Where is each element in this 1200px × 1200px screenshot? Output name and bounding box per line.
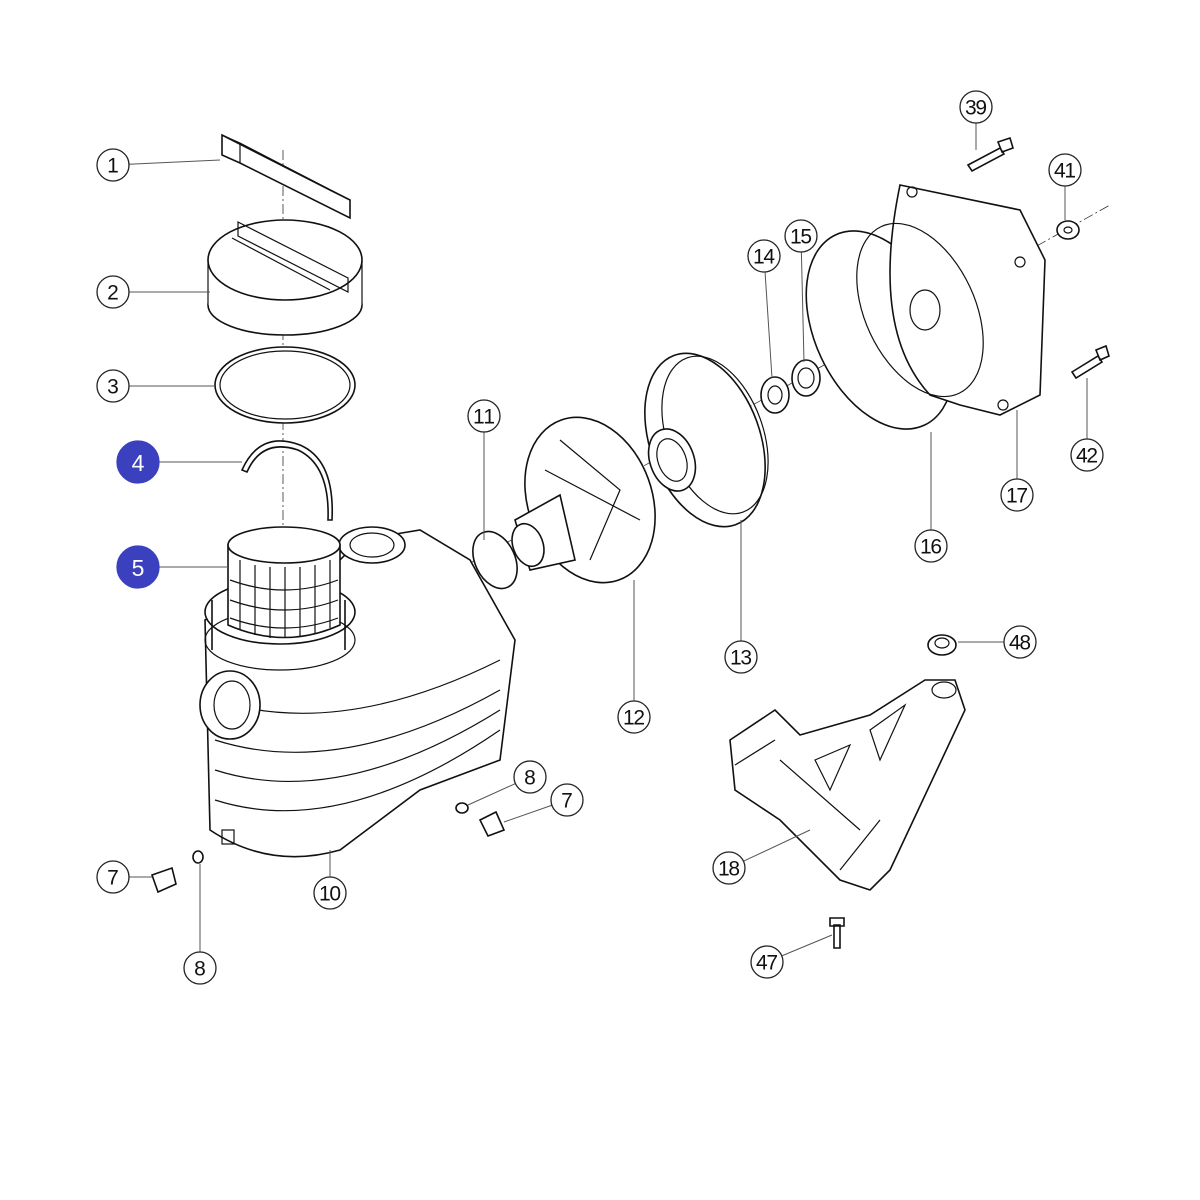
callout-circle [1048,153,1082,187]
callout-number: 7 [107,867,119,890]
leader-line [764,271,773,379]
callout-circle [712,851,746,885]
callout-number: 4 [132,450,145,476]
callout-circle [724,640,758,674]
callout-number: 10 [319,883,341,906]
leader-line [128,159,221,165]
callout-16: 16 [914,432,948,563]
callout-number: 5 [132,555,145,581]
callout-number: 41 [1054,160,1076,183]
callout-number: 7 [561,790,573,813]
part-11-o-ring [472,530,518,590]
callout-18: 18 [712,829,811,885]
callout-15: 15 [784,219,818,363]
callout-circle [116,440,160,484]
leader-line [503,804,553,823]
part-15-seal [791,359,821,397]
part-13-impeller [644,352,769,528]
callout-12: 12 [617,580,651,734]
callout-42: 42 [1070,378,1104,472]
part-5-basket [227,526,341,639]
part-12-diffuser [511,416,656,584]
callout-circle [1070,438,1104,472]
leader-line [743,829,811,862]
callout-circle [617,700,651,734]
callout-circle [747,239,781,273]
callout-7: 7 [96,860,152,894]
callout-2: 2 [96,275,210,309]
callout-circle [313,876,347,910]
callout-circle [550,783,584,817]
part-8-o-ring [192,850,204,864]
part-4-clip [240,440,334,521]
callout-39: 39 [959,90,993,150]
callout-circle [183,951,217,985]
part-7-drain-plug-2 [478,810,506,838]
callout-circle [467,399,501,433]
callout-1: 1 [96,148,221,182]
callout-number: 12 [623,707,645,730]
callout-7: 7 [503,783,584,823]
callout-41: 41 [1048,153,1082,220]
part-1-handle [221,133,351,220]
part-14-seal [760,376,790,414]
part-48-bushing [927,634,957,656]
callout-number: 16 [920,536,942,559]
callout-number: 3 [107,376,119,399]
callout-number: 11 [473,406,495,429]
part-47-screw [829,917,845,949]
callout-8: 8 [183,864,217,985]
callout-number: 48 [1009,632,1031,655]
callout-circle [513,760,547,794]
callout-13: 13 [724,520,758,674]
callout-number: 13 [730,647,752,670]
callout-number: 8 [194,958,206,981]
part-42-bolt [1070,344,1110,380]
callout-circle [959,90,993,124]
callout-number: 47 [756,952,778,975]
callout-number: 18 [718,858,740,881]
part-2-lid [207,219,363,336]
leader-line [467,783,516,806]
callout-number: 1 [107,155,119,178]
leader-line [781,934,833,957]
callout-circle [914,529,948,563]
part-7-drain-plug [150,866,177,894]
callout-47: 47 [750,934,833,979]
callout-3: 3 [96,369,215,403]
callout-number: 42 [1076,445,1098,468]
callout-circle [750,945,784,979]
part-8-o-ring-2 [455,802,469,814]
callout-circle [1000,478,1034,512]
callout-circle [784,219,818,253]
callout-5: 5 [116,545,228,589]
callout-number: 15 [790,226,812,249]
callout-circle [96,148,130,182]
part-17-motor-bracket [856,184,1046,416]
callout-10: 10 [313,850,347,910]
callout-circle [1003,625,1037,659]
callout-14: 14 [747,239,781,379]
callout-number: 8 [524,767,536,790]
callout-circle [116,545,160,589]
callout-number: 14 [753,246,775,269]
part-3-o-ring [214,346,356,424]
callout-11: 11 [467,399,501,540]
leader-line [800,251,805,363]
callout-8: 8 [467,760,547,806]
callout-4: 4 [116,440,242,484]
part-41-washer [1056,220,1080,240]
callout-circle [96,275,130,309]
callout-circle [96,860,130,894]
callout-17: 17 [1000,410,1034,512]
part-18-base-foot [729,679,966,891]
callout-number: 39 [965,97,987,120]
callout-48: 48 [958,625,1037,659]
callout-number: 17 [1006,485,1028,508]
part-39-bolt [966,136,1014,173]
callout-circle [96,369,130,403]
callout-number: 2 [107,282,119,305]
